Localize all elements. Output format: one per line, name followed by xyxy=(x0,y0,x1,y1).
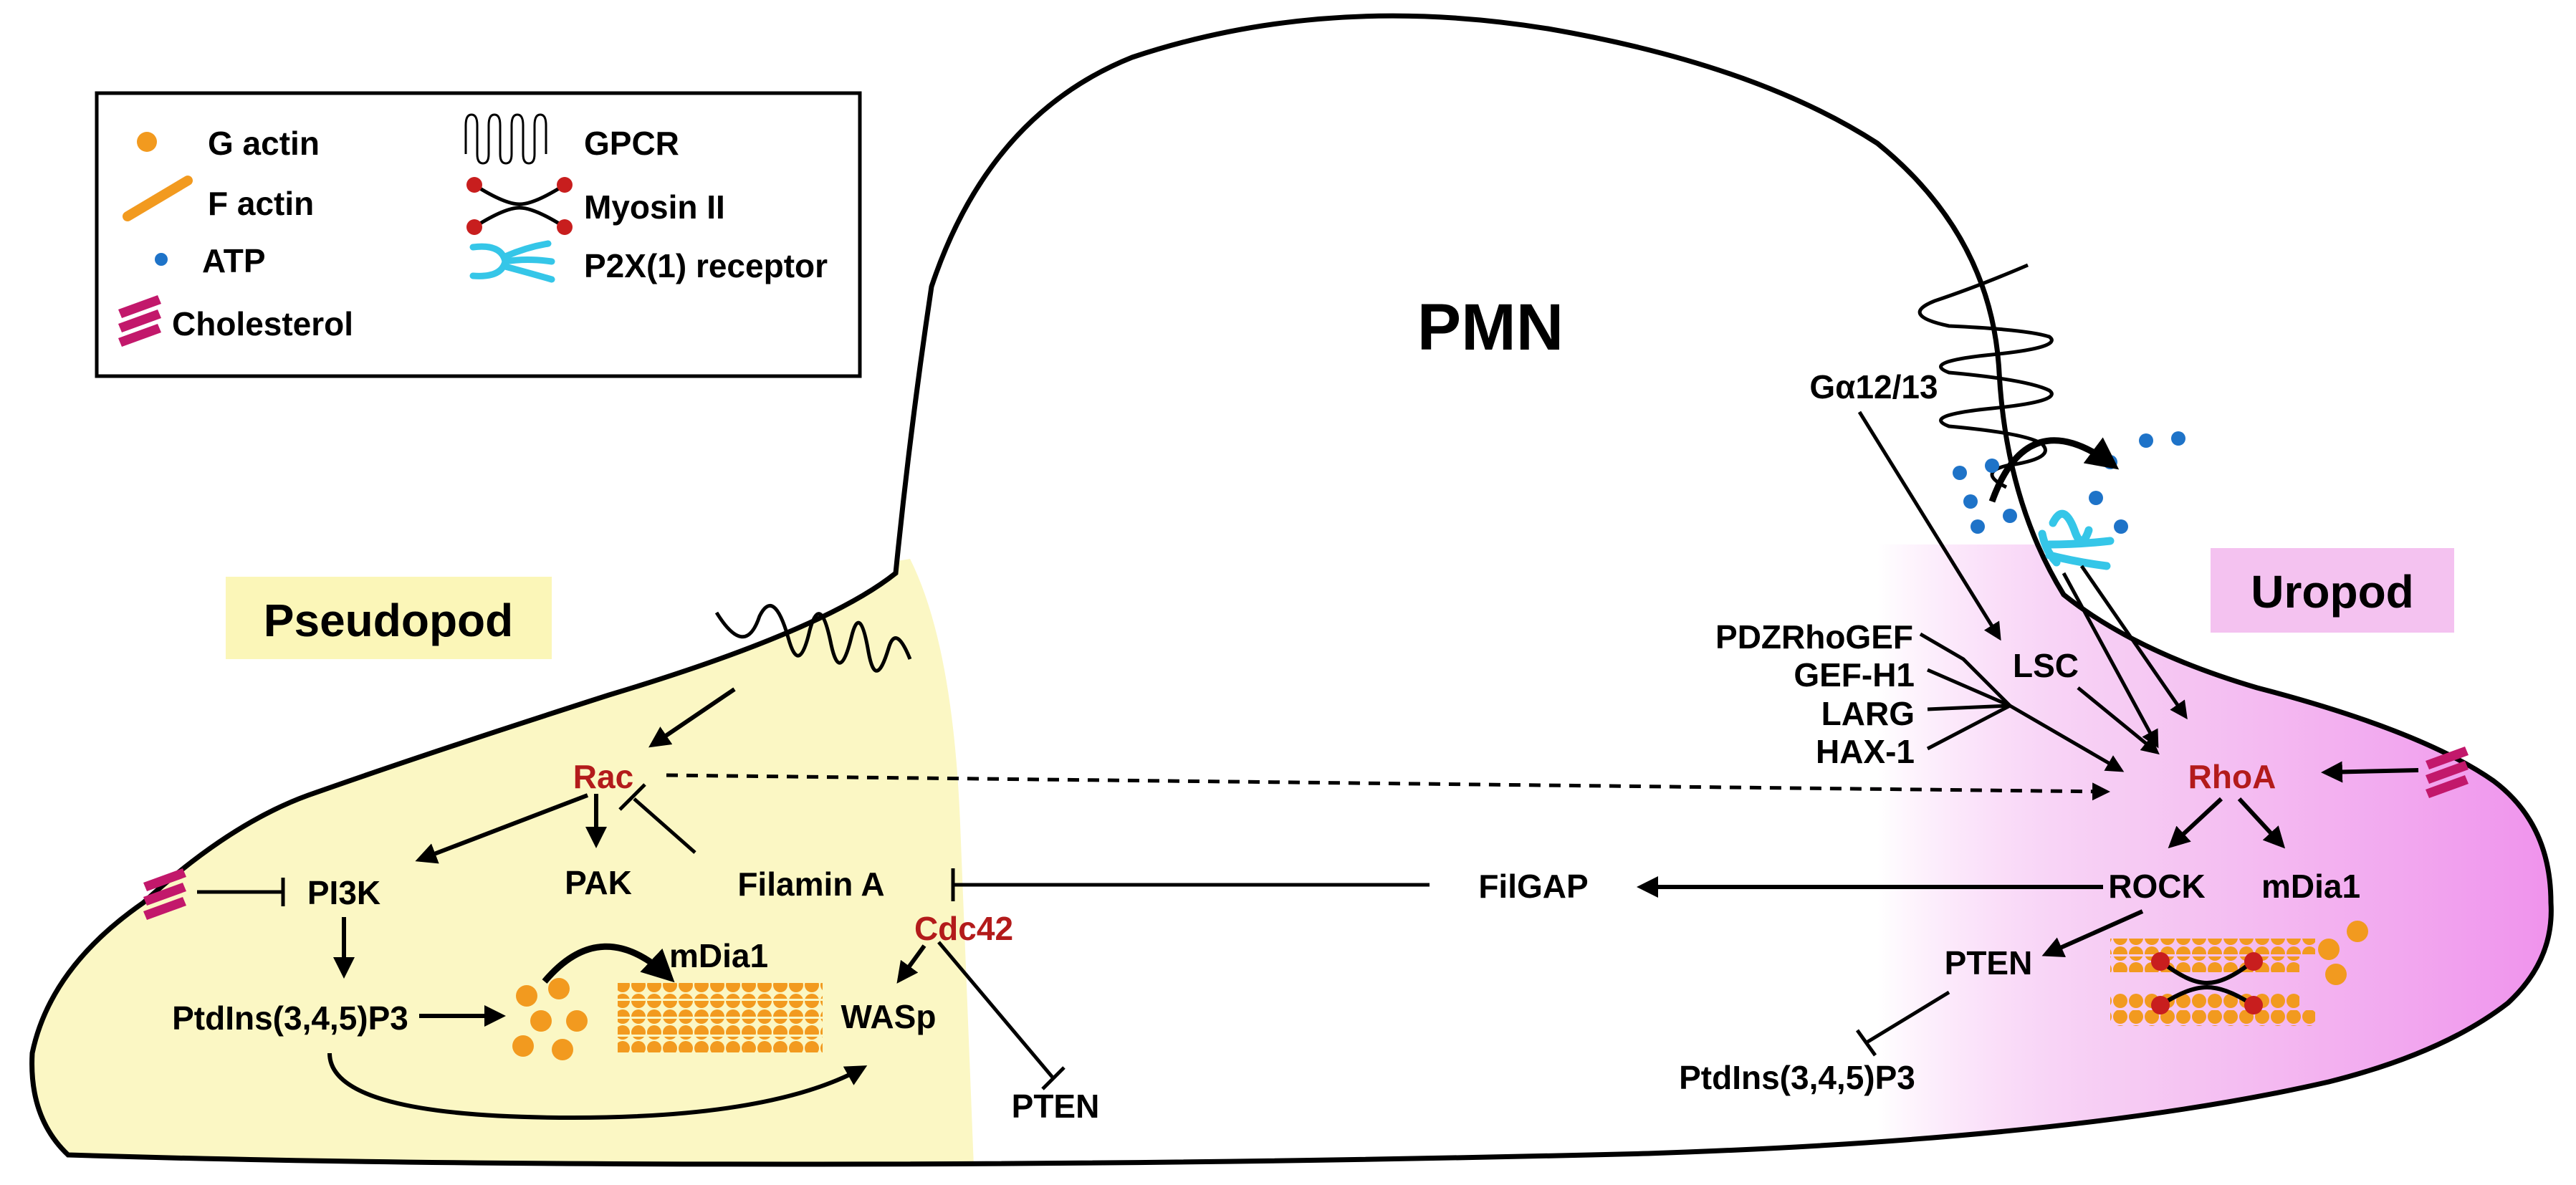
cholesterol-icon xyxy=(118,295,161,347)
filamin-inhibits-rac xyxy=(633,797,696,854)
hax1-connector xyxy=(1926,704,2011,751)
g-actin-icon xyxy=(512,1035,534,1057)
cholesterol-icon xyxy=(2426,747,2469,798)
pten-inhibits-ptdins xyxy=(1865,990,1950,1045)
pten-inhibits-ptdins-bar xyxy=(1855,1029,1877,1057)
cdc42-to-wasp-arrow xyxy=(896,944,927,984)
g-actin-icon xyxy=(530,1010,552,1032)
gef-h1-connector xyxy=(1927,668,2011,708)
gef-group-to-rhoa-arrow xyxy=(2008,704,2125,772)
larg-connector xyxy=(1927,704,2011,711)
node-filamin-a: Filamin A xyxy=(737,865,884,903)
pak-to-factin-arrow xyxy=(542,943,675,984)
uropod-label-bg xyxy=(2211,548,2454,633)
node-filgap: FilGAP xyxy=(1478,868,1588,905)
g-actin-icon xyxy=(2325,964,2347,985)
f-actin-bundle xyxy=(618,983,823,1052)
node-pdzrhogef: PDZRhoGEF xyxy=(1715,618,1913,656)
node-rhoa: RhoA xyxy=(2188,758,2276,795)
p2x1-receptor-icon xyxy=(2038,509,2115,570)
uropod-region xyxy=(1877,544,2552,1165)
cdc42-inhibits-pten-bar xyxy=(1041,1066,1066,1090)
diagram-title: PMN xyxy=(1417,291,1564,364)
node-wasp: WASp xyxy=(841,998,937,1035)
uropod-actomyosin xyxy=(2110,921,2368,1026)
gpcr-icon xyxy=(464,113,547,165)
node-rac: Rac xyxy=(573,758,633,795)
node-galpha: Gα12/13 xyxy=(1809,368,1938,406)
myosin-icon xyxy=(2151,952,2263,1014)
gpcr-to-rac-arrow xyxy=(648,687,736,748)
rhoa-to-rock-arrow xyxy=(2168,797,2223,849)
pdzrhogef-connector xyxy=(1919,632,2011,707)
g-actin-icon xyxy=(566,1010,588,1032)
p2x1-to-rhoa-arrow-1 xyxy=(2062,572,2159,749)
g-actin-icon xyxy=(552,1039,573,1060)
node-pten-bottom: PTEN xyxy=(1012,1088,1100,1125)
atp-icon xyxy=(2003,509,2017,523)
cell-outline xyxy=(29,13,2554,1167)
node-pten-right: PTEN xyxy=(1945,944,2033,982)
node-hax1: HAX-1 xyxy=(1816,733,1915,770)
atp-icon xyxy=(2171,431,2185,446)
pseudopod-label: Pseudopod xyxy=(264,595,513,646)
galpha-to-lsc-arrow xyxy=(1857,411,2001,641)
legend-label-atp: ATP xyxy=(202,242,266,279)
gpcr-icon xyxy=(714,604,912,673)
pseudopod-label-bg xyxy=(226,577,552,659)
node-ptdins-right: PtdIns(3,4,5)P3 xyxy=(1679,1059,1915,1096)
rock-to-pten-arrow xyxy=(2041,909,2144,957)
atp-icon xyxy=(2089,491,2103,505)
ptdins-to-wasp-arrow xyxy=(327,1052,868,1121)
filamin-inhibits-rac-bar xyxy=(618,783,646,811)
legend-label-g-actin: G actin xyxy=(208,125,320,162)
g-actin-cluster xyxy=(512,978,588,1060)
atp-icon xyxy=(155,253,168,266)
cdc42-inhibits-pten xyxy=(937,941,1055,1080)
g-actin-icon xyxy=(2318,939,2340,960)
atp-icon xyxy=(1971,519,1985,534)
node-mdia1-right: mDia1 xyxy=(2261,868,2360,905)
p2x1-to-rhoa-arrow-2 xyxy=(2079,565,2188,720)
atp-icon xyxy=(1963,494,1978,509)
node-rock: ROCK xyxy=(2108,868,2205,905)
node-pi3k: PI3K xyxy=(307,874,380,911)
p2x1-receptor-icon xyxy=(469,240,555,283)
legend-label-p2x1: P2X(1) receptor xyxy=(584,247,828,284)
cholesterol-icon xyxy=(143,868,186,920)
legend-label-cholesterol: Cholesterol xyxy=(172,305,353,342)
legend: G actin F actin ATP Cholesterol GPCR Myo… xyxy=(95,91,862,378)
node-cdc42: Cdc42 xyxy=(914,910,1013,947)
legend-label-gpcr: GPCR xyxy=(584,125,679,162)
node-gef-h1: GEF-H1 xyxy=(1794,656,1915,694)
f-actin-icon xyxy=(123,176,193,221)
g-actin-icon xyxy=(548,978,570,999)
atp-release-arrow xyxy=(1988,437,2120,503)
atp-icon xyxy=(1985,459,1999,473)
rac-to-pi3k-arrow xyxy=(415,793,589,864)
g-actin-icon xyxy=(2347,921,2368,942)
atp-icon xyxy=(2139,433,2153,448)
node-mdia1-left: mDia1 xyxy=(669,937,768,974)
myosin-icon xyxy=(466,177,573,235)
node-pak: PAK xyxy=(565,864,632,901)
g-actin-icon xyxy=(516,985,537,1007)
node-lsc: LSC xyxy=(2013,647,2079,684)
legend-label-f-actin: F actin xyxy=(208,185,314,222)
atp-icon xyxy=(1953,466,1967,480)
node-larg: LARG xyxy=(1821,695,1915,732)
legend-label-myosin: Myosin II xyxy=(584,188,725,226)
cholesterol-to-rhoa-arrow xyxy=(2321,761,2419,783)
node-ptdins-left: PtdIns(3,4,5)P3 xyxy=(172,999,408,1037)
atp-icon xyxy=(2114,519,2128,534)
g-actin-icon xyxy=(137,132,157,152)
uropod-label: Uropod xyxy=(2251,566,2414,618)
rhoa-to-mdia1-arrow xyxy=(2237,797,2286,849)
